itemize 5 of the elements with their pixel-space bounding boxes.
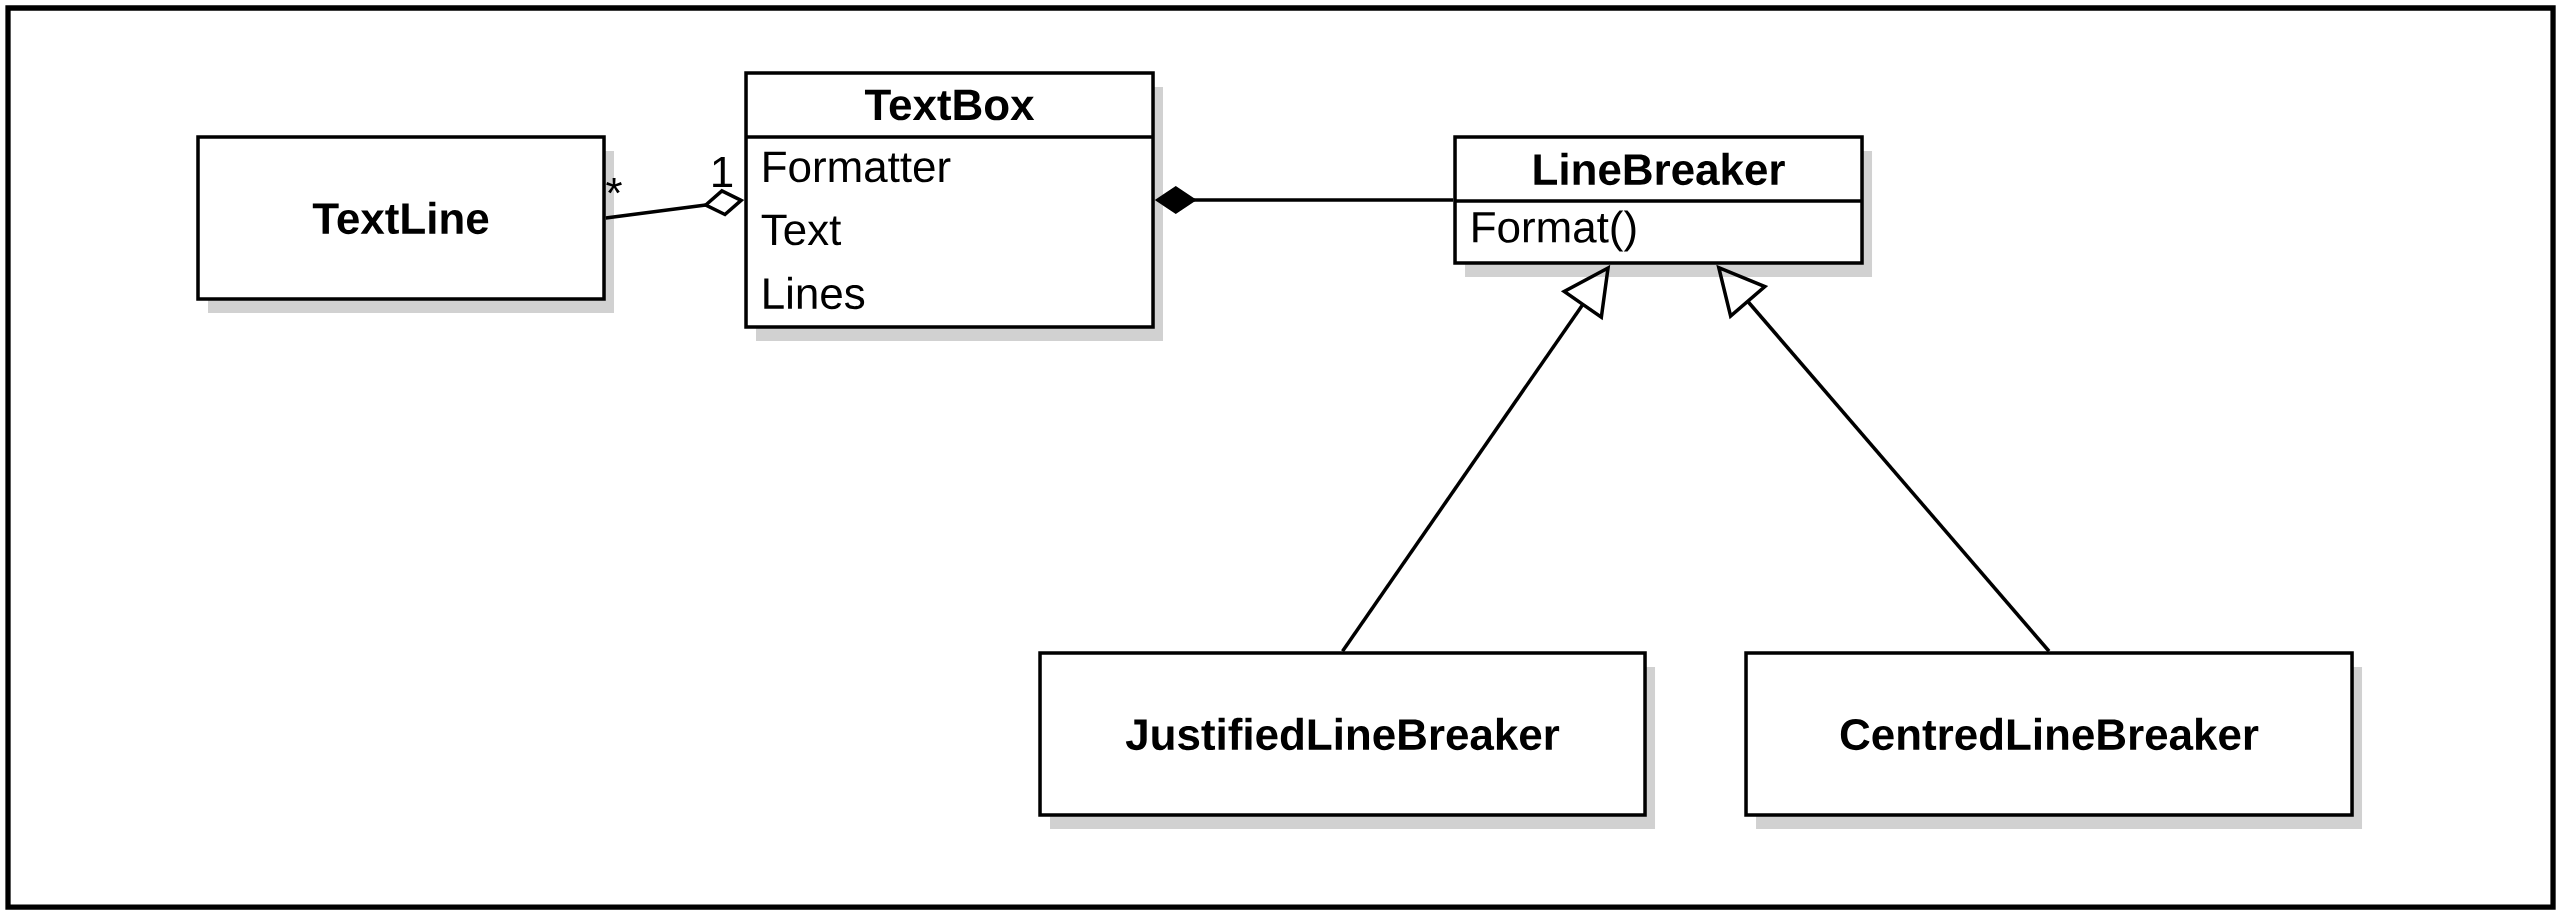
multiplicity: 1 <box>713 156 733 188</box>
class-box: JustifiedLineBreaker <box>1038 651 1656 829</box>
class-box: LineBreaker Format() <box>1453 135 1873 277</box>
class-box: TextBox Formatter Text Lines <box>744 71 1163 341</box>
class-box: CentredLineBreaker <box>1744 651 2363 829</box>
